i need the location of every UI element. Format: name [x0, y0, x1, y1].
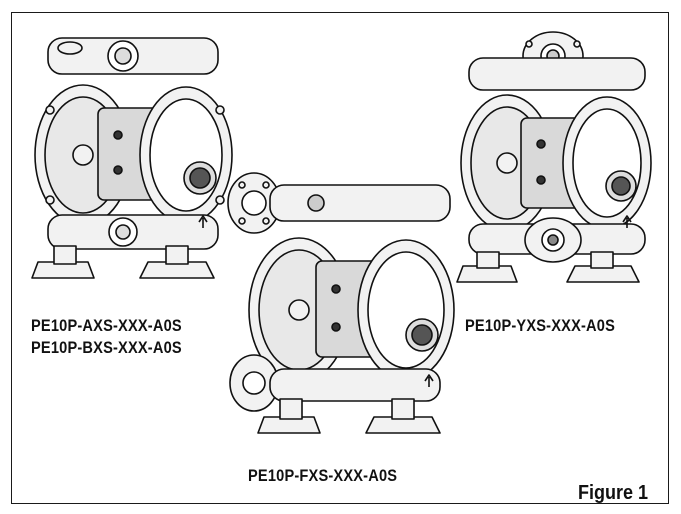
- model-label-bxs: PE10P-BXS-XXX-A0S: [31, 338, 182, 357]
- pump-illustration-yxs: [456, 31, 652, 283]
- pump-illustration-fxs: [227, 172, 455, 434]
- figure-caption: Figure 1: [578, 482, 649, 504]
- model-label-yxs: PE10P-YXS-XXX-A0S: [465, 316, 616, 335]
- pump-illustration-axs-bxs: [31, 37, 233, 279]
- model-label-axs: PE10P-AXS-XXX-A0S: [31, 316, 182, 335]
- model-label-fxs: PE10P-FXS-XXX-A0S: [248, 466, 398, 485]
